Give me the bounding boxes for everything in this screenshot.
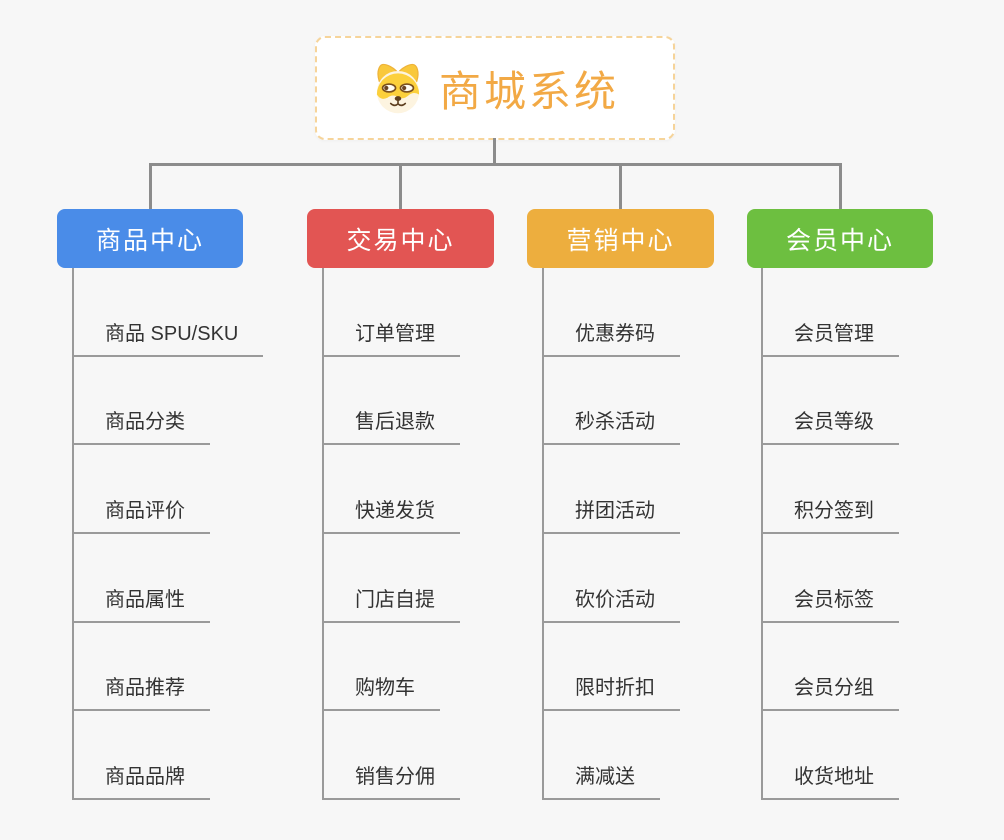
leaf-label: 购物车: [322, 671, 440, 712]
leaf-node[interactable]: 销售分佣: [322, 711, 558, 800]
leaf-label: 秒杀活动: [542, 405, 680, 446]
leaf-label: 会员标签: [761, 583, 899, 623]
leaf-node[interactable]: 会员管理: [761, 268, 997, 357]
leaf-label: 商品 SPU/SKU: [72, 317, 264, 357]
root-node[interactable]: 商城系统: [315, 36, 675, 140]
leaf-label: 销售分佣: [322, 760, 460, 800]
leaf-label: 快递发货: [322, 494, 460, 534]
leaf-node[interactable]: 砍价活动: [542, 534, 778, 623]
leaf-node[interactable]: 收货地址: [761, 711, 997, 800]
leaf-label: 商品属性: [72, 583, 210, 623]
leaf-label: 积分签到: [761, 494, 899, 534]
connector-root-drop: [493, 138, 496, 163]
connector-branch-drop: [148, 163, 152, 210]
leaf-node[interactable]: 商品品牌: [72, 711, 308, 800]
branch-label: 商品中心: [95, 226, 204, 255]
branch-column-1: 商品 SPU/SKU 商品分类商品评价商品属性商品推荐商品品牌: [72, 268, 308, 800]
leaf-label: 商品品牌: [72, 760, 210, 800]
root-title: 商城系统: [438, 67, 619, 115]
leaf-label: 商品评价: [72, 494, 210, 534]
branch-label: 营销中心: [566, 226, 675, 255]
leaf-node[interactable]: 限时折扣: [542, 623, 778, 712]
branch-node-4[interactable]: 会员中心: [747, 209, 933, 268]
leaf-node[interactable]: 会员等级: [761, 357, 997, 446]
leaf-node[interactable]: 商品属性: [72, 534, 308, 623]
leaf-label: 订单管理: [322, 317, 460, 357]
leaf-label: 商品推荐: [72, 671, 210, 712]
leaf-node[interactable]: 商品评价: [72, 445, 308, 534]
leaf-label: 商品分类: [72, 405, 210, 446]
leaf-node[interactable]: 满减送: [542, 711, 778, 800]
connector-branch-drop: [618, 163, 622, 210]
leaf-node[interactable]: 会员标签: [761, 534, 997, 623]
leaf-node[interactable]: 购物车: [322, 623, 558, 712]
connector-branch-drop: [398, 163, 402, 210]
branch-label: 会员中心: [785, 226, 894, 255]
leaf-label: 限时折扣: [542, 671, 680, 712]
leaf-node[interactable]: 售后退款: [322, 357, 558, 446]
leaf-node[interactable]: 秒杀活动: [542, 357, 778, 446]
leaf-node[interactable]: 会员分组: [761, 623, 997, 712]
branch-node-1[interactable]: 商品中心: [57, 209, 243, 268]
branch-label: 交易中心: [346, 226, 455, 255]
leaf-label: 满减送: [542, 760, 660, 800]
leaf-node[interactable]: 拼团活动: [542, 445, 778, 534]
leaf-node[interactable]: 门店自提: [322, 534, 558, 623]
leaf-node[interactable]: 订单管理: [322, 268, 558, 357]
leaf-label: 会员等级: [761, 405, 899, 446]
leaf-node[interactable]: 快递发货: [322, 445, 558, 534]
leaf-label: 售后退款: [322, 405, 460, 446]
leaf-label: 门店自提: [322, 583, 460, 623]
branch-node-2[interactable]: 交易中心: [307, 209, 494, 268]
connector-rail: [150, 163, 840, 166]
leaf-label: 砍价活动: [542, 583, 680, 623]
leaf-node[interactable]: 商品推荐: [72, 623, 308, 712]
leaf-label: 优惠券码: [542, 317, 680, 357]
branch-node-3[interactable]: 营销中心: [527, 209, 714, 268]
doge-icon: [371, 62, 425, 114]
leaf-node[interactable]: 商品分类: [72, 357, 308, 446]
connector-branch-drop: [838, 163, 842, 210]
branch-column-3: 优惠券码秒杀活动拼团活动砍价活动限时折扣满减送: [542, 268, 778, 800]
leaf-label: 收货地址: [761, 760, 899, 800]
leaf-node[interactable]: 优惠券码: [542, 268, 778, 357]
branch-column-4: 会员管理会员等级积分签到会员标签会员分组收货地址: [761, 268, 997, 800]
branch-column-2: 订单管理售后退款快递发货门店自提购物车销售分佣: [322, 268, 558, 800]
leaf-label: 会员管理: [761, 317, 899, 357]
leaf-label: 拼团活动: [542, 494, 680, 534]
leaf-label: 会员分组: [761, 671, 899, 712]
leaf-node[interactable]: 商品 SPU/SKU: [72, 268, 308, 357]
leaf-node[interactable]: 积分签到: [761, 445, 997, 534]
